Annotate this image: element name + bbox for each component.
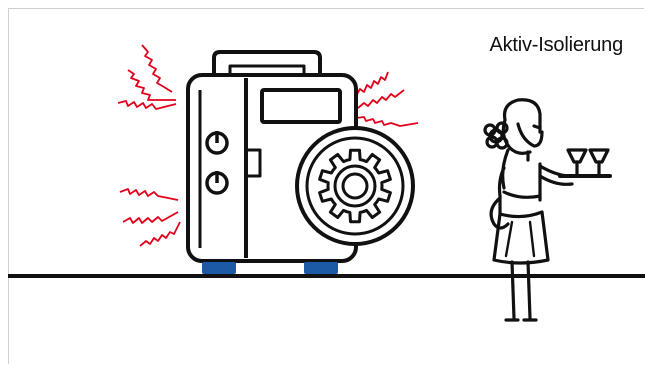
isolator-foot-right — [304, 262, 338, 274]
gear-icon — [297, 128, 413, 244]
isolator-foot-left — [202, 262, 236, 274]
waiter-with-champagne-glasses-icon — [485, 100, 610, 320]
isolator-feet — [202, 262, 338, 274]
